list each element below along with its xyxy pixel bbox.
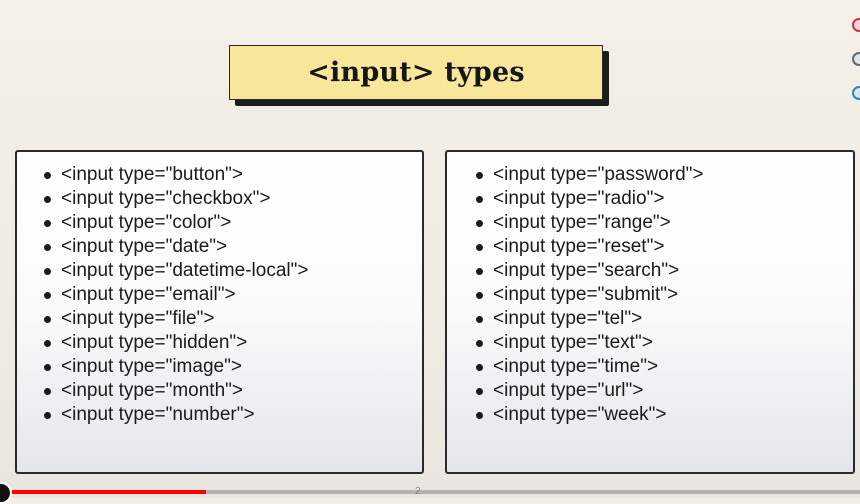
list-item-text: <input type="password">: [493, 164, 704, 185]
list-item-text: <input type="month">: [61, 380, 243, 401]
right-input-types-panel: <input type="password"> <input type="rad…: [445, 150, 855, 474]
list-item-text: <input type="checkbox">: [61, 188, 271, 209]
bullet-icon: [476, 268, 483, 275]
bullet-icon: [476, 340, 483, 347]
video-progress-bar[interactable]: [0, 490, 860, 494]
bullet-icon: [44, 292, 51, 299]
list-item-text: <input type="search">: [493, 260, 680, 281]
list-item-text: <input type="color">: [61, 212, 232, 233]
bullet-icon: [44, 172, 51, 179]
page-indicator: 2: [415, 486, 421, 497]
list-item-text: <input type="image">: [61, 356, 242, 377]
list-item: <input type="email">: [17, 283, 422, 307]
bullet-icon: [44, 364, 51, 371]
list-item-text: <input type="submit">: [493, 284, 679, 305]
bullet-icon: [44, 268, 51, 275]
bullet-icon: [476, 172, 483, 179]
list-item: <input type="number">: [17, 403, 422, 427]
list-item-text: <input type="number">: [61, 404, 255, 425]
list-item-text: <input type="datetime-local">: [61, 260, 309, 281]
list-item: <input type="week">: [447, 403, 853, 427]
left-input-types-list: <input type="button"> <input type="check…: [17, 152, 422, 427]
list-item: <input type="search">: [447, 259, 853, 283]
list-item-text: <input type="hidden">: [61, 332, 248, 353]
right-input-types-list: <input type="password"> <input type="rad…: [447, 152, 853, 427]
left-input-types-panel: <input type="button"> <input type="check…: [15, 150, 424, 474]
list-item: <input type="file">: [17, 307, 422, 331]
list-item: <input type="checkbox">: [17, 187, 422, 211]
edge-controls: [852, 18, 860, 120]
list-item: <input type="radio">: [447, 187, 853, 211]
list-item: <input type="password">: [447, 163, 853, 187]
list-item-text: <input type="text">: [493, 332, 653, 353]
list-item: <input type="submit">: [447, 283, 853, 307]
list-item: <input type="image">: [17, 355, 422, 379]
list-item: <input type="month">: [17, 379, 422, 403]
list-item: <input type="datetime-local">: [17, 259, 422, 283]
list-item-text: <input type="range">: [493, 212, 671, 233]
bullet-icon: [44, 196, 51, 203]
bullet-icon: [476, 388, 483, 395]
list-item: <input type="tel">: [447, 307, 853, 331]
bullet-icon: [476, 244, 483, 251]
list-item-text: <input type="email">: [61, 284, 236, 305]
list-item-text: <input type="button">: [61, 164, 243, 185]
bullet-icon: [476, 196, 483, 203]
list-item-text: <input type="tel">: [493, 308, 643, 329]
list-item: <input type="color">: [17, 211, 422, 235]
list-item-text: <input type="time">: [493, 356, 659, 377]
list-item: <input type="reset">: [447, 235, 853, 259]
list-item-text: <input type="file">: [61, 308, 215, 329]
list-item: <input type="hidden">: [17, 331, 422, 355]
bullet-icon: [476, 292, 483, 299]
list-item: <input type="url">: [447, 379, 853, 403]
bullet-icon: [476, 316, 483, 323]
bullet-icon: [44, 244, 51, 251]
circle-icon[interactable]: [852, 18, 860, 32]
list-item-text: <input type="radio">: [493, 188, 665, 209]
list-item: <input type="range">: [447, 211, 853, 235]
list-item-text: <input type="url">: [493, 380, 644, 401]
bullet-icon: [44, 412, 51, 419]
scrubber-handle[interactable]: [0, 482, 12, 504]
list-item-text: <input type="reset">: [493, 236, 665, 257]
bullet-icon: [44, 220, 51, 227]
list-item: <input type="time">: [447, 355, 853, 379]
list-item-text: <input type="date">: [61, 236, 228, 257]
bullet-icon: [476, 412, 483, 419]
bullet-icon: [476, 220, 483, 227]
title-banner: <input> types: [229, 45, 609, 106]
circle-icon[interactable]: [852, 86, 860, 100]
list-item-text: <input type="week">: [493, 404, 667, 425]
circle-icon[interactable]: [852, 52, 860, 66]
bullet-icon: [44, 340, 51, 347]
list-item: <input type="date">: [17, 235, 422, 259]
bullet-icon: [44, 316, 51, 323]
list-item: <input type="text">: [447, 331, 853, 355]
video-progress-fill: [0, 490, 207, 494]
list-item: <input type="button">: [17, 163, 422, 187]
bullet-icon: [476, 364, 483, 371]
bullet-icon: [44, 388, 51, 395]
slide-title: <input> types: [229, 45, 603, 100]
